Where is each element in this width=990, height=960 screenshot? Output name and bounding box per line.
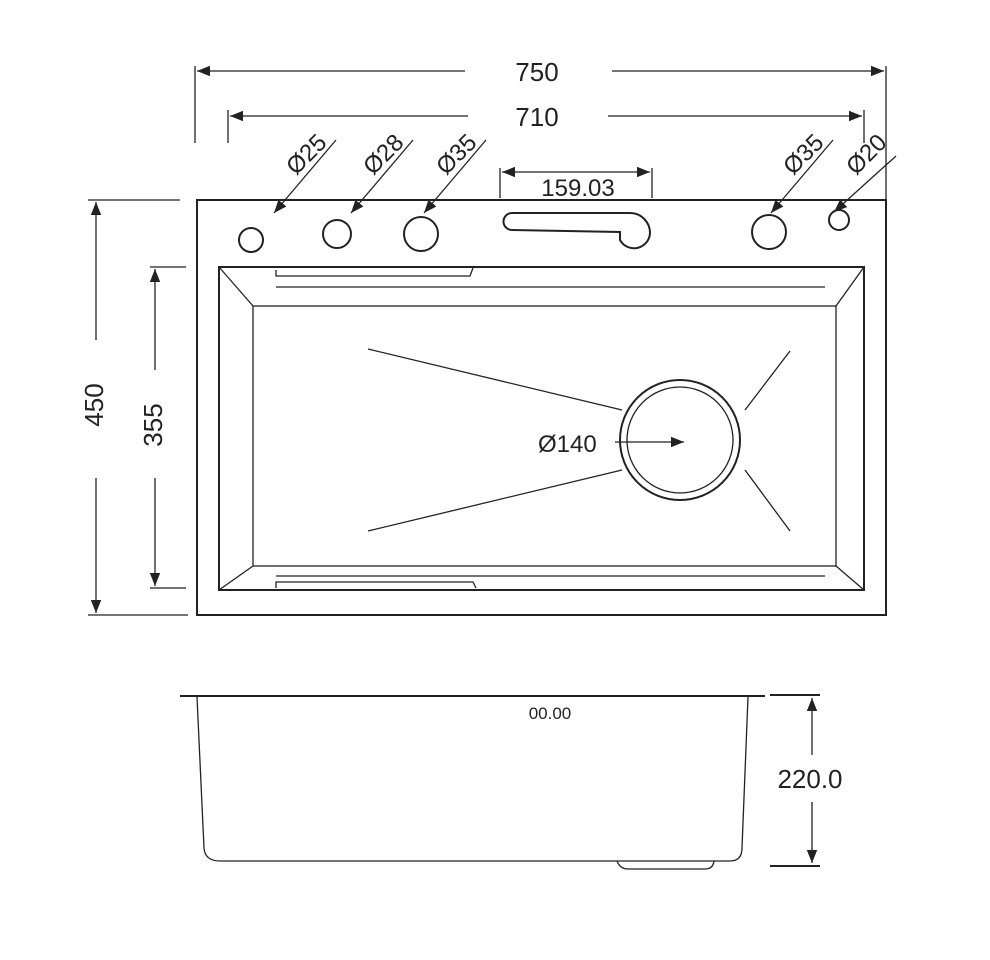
dim-750: 750 (194, 57, 887, 200)
dim-220-label: 220.0 (777, 764, 842, 794)
sink-top-view: Ø140 (196, 199, 887, 616)
dim-450-label: 450 (79, 383, 109, 426)
dim-450: 450 (79, 199, 188, 616)
dim-355-label: 355 (138, 403, 168, 446)
dim-710-label: 710 (515, 102, 558, 132)
dim-slot-label: 159.03 (541, 175, 614, 202)
hole-label-4: Ø35 (778, 129, 829, 180)
dim-750-label: 750 (515, 57, 558, 87)
hole-label-1: Ø25 (281, 129, 332, 180)
hole-20 (828, 209, 850, 231)
dim-slot: 159.03 (499, 166, 653, 202)
sink-side-view: 00.00 220.0 (180, 694, 843, 870)
hole-35-left (403, 216, 439, 252)
drain-outer (619, 379, 741, 501)
drain-label: Ø140 (538, 431, 597, 458)
dim-710: 710 (227, 102, 865, 143)
hole-25 (238, 227, 264, 253)
slot (502, 212, 652, 250)
hole-label-5: Ø20 (841, 129, 892, 180)
hole-label-3: Ø35 (431, 129, 482, 180)
drain-inner (626, 386, 734, 494)
hole-label-2: Ø28 (358, 129, 409, 180)
hole-35-right (751, 214, 787, 250)
side-label: 00.00 (529, 704, 572, 723)
hole-28 (322, 219, 352, 249)
dim-355: 355 (138, 266, 186, 589)
